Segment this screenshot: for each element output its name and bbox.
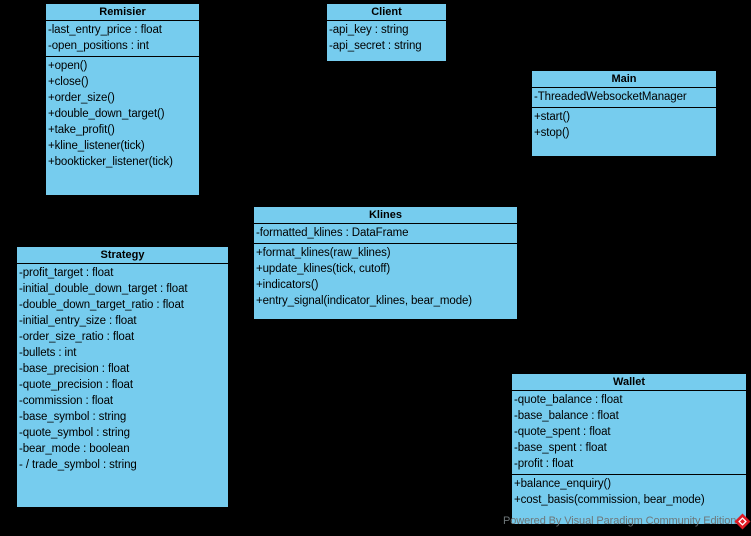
uml-attribute-row: -quote_balance : float xyxy=(514,394,623,406)
uml-class-name: Remisier xyxy=(46,4,199,21)
uml-method-row: +entry_signal(indicator_klines, bear_mod… xyxy=(256,295,473,307)
uml-attribute-row: -bullets : int xyxy=(19,347,77,359)
uml-class-strategy[interactable]: Strategy -profit_target : float -initial_d… xyxy=(16,246,229,508)
uml-class-klines[interactable]: Klines -formatted_klines : DataFrame +form… xyxy=(253,206,518,320)
uml-class-main[interactable]: Main-ThreadedWebsocketManager+start()+st… xyxy=(531,70,717,157)
uml-attribute-row: -quote_symbol : string xyxy=(19,427,130,439)
uml-attributes-compartment: -ThreadedWebsocketManager xyxy=(532,88,716,107)
uml-method-row: +start() xyxy=(534,111,570,123)
uml-method-row: +cost_basis(commission, bear_mode) xyxy=(514,494,705,506)
uml-attribute-row: -ThreadedWebsocketManager xyxy=(534,91,687,103)
uml-method-row: +double_down_target() xyxy=(48,108,165,120)
uml-method-row: +close() xyxy=(48,76,89,88)
uml-attribute-row: -base_symbol : string xyxy=(19,411,127,423)
uml-class-name: Strategy xyxy=(17,247,228,264)
uml-attribute-row: -double_down_target_ratio : float xyxy=(19,299,184,311)
uml-attribute-row: -profit : float xyxy=(514,458,574,470)
uml-class-wallet[interactable]: Wallet -quote_balance : float -base_balanc… xyxy=(511,373,747,525)
uml-method-row: +indicators() xyxy=(256,279,319,291)
uml-method-row: +order_size() xyxy=(48,92,115,104)
uml-attributes-compartment: -quote_balance : float -base_balance : fl… xyxy=(512,391,746,474)
uml-attribute-row: -quote_spent : float xyxy=(514,426,611,438)
uml-method-row: +balance_enquiry() xyxy=(514,478,611,490)
uml-method-row: +bookticker_listener(tick) xyxy=(48,156,173,168)
uml-class-client[interactable]: Client -api_key : string -api_secret : str… xyxy=(326,3,447,62)
uml-attributes-compartment: -api_key : string -api_secret : string xyxy=(327,21,446,56)
uml-attribute-row: -api_secret : string xyxy=(329,40,422,52)
uml-attribute-row: -open_positions : int xyxy=(48,40,149,52)
uml-attribute-row: -base_spent : float xyxy=(514,442,607,454)
uml-attribute-row: -base_balance : float xyxy=(514,410,619,422)
uml-methods-compartment: +open() +close() +order_size() +double_down… xyxy=(46,56,199,172)
uml-method-row: +open() xyxy=(48,60,88,72)
uml-attribute-row: -initial_entry_size : float xyxy=(19,315,137,327)
uml-method-row: +kline_listener(tick) xyxy=(48,140,145,152)
uml-method-row: +format_klines(raw_klines) xyxy=(256,247,391,259)
uml-method-row: +take_profit() xyxy=(48,124,115,136)
uml-attribute-row: -commission : float xyxy=(19,395,113,407)
uml-method-row: +stop() xyxy=(534,127,570,139)
uml-methods-compartment: +balance_enquiry() +cost_basis(commission… xyxy=(512,474,746,510)
uml-method-row: +update_klines(tick, cutoff) xyxy=(256,263,391,275)
uml-methods-compartment: +format_klines(raw_klines) +update_klines… xyxy=(254,243,517,311)
uml-attribute-row: -profit_target : float xyxy=(19,267,114,279)
uml-attributes-compartment: -last_entry_price : float -open_positions… xyxy=(46,21,199,56)
uml-attribute-row: -formatted_klines : DataFrame xyxy=(256,227,409,239)
uml-class-name: Klines xyxy=(254,207,517,224)
uml-class-name: Main xyxy=(532,71,716,88)
uml-class-name: Client xyxy=(327,4,446,21)
uml-methods-compartment: +start() +stop() xyxy=(532,107,716,143)
uml-class-remisier[interactable]: Remisier -last_entry_price : float -open_p… xyxy=(45,3,200,196)
uml-attributes-compartment: -profit_target : float -initial_double_do… xyxy=(17,264,228,475)
uml-class-name: Wallet xyxy=(512,374,746,391)
uml-attribute-row: -base_precision : float xyxy=(19,363,130,375)
uml-attribute-row: -initial_double_down_target : float xyxy=(19,283,188,295)
uml-attribute-row: - / trade_symbol : string xyxy=(19,459,137,471)
uml-attribute-row: -last_entry_price : float xyxy=(48,24,162,36)
uml-attribute-row: -bear_mode : boolean xyxy=(19,443,130,455)
uml-attribute-row: -api_key : string xyxy=(329,24,409,36)
uml-attribute-row: -order_size_ratio : float xyxy=(19,331,135,343)
uml-attribute-row: -quote_precision : float xyxy=(19,379,133,391)
uml-attributes-compartment: -formatted_klines : DataFrame xyxy=(254,224,517,243)
